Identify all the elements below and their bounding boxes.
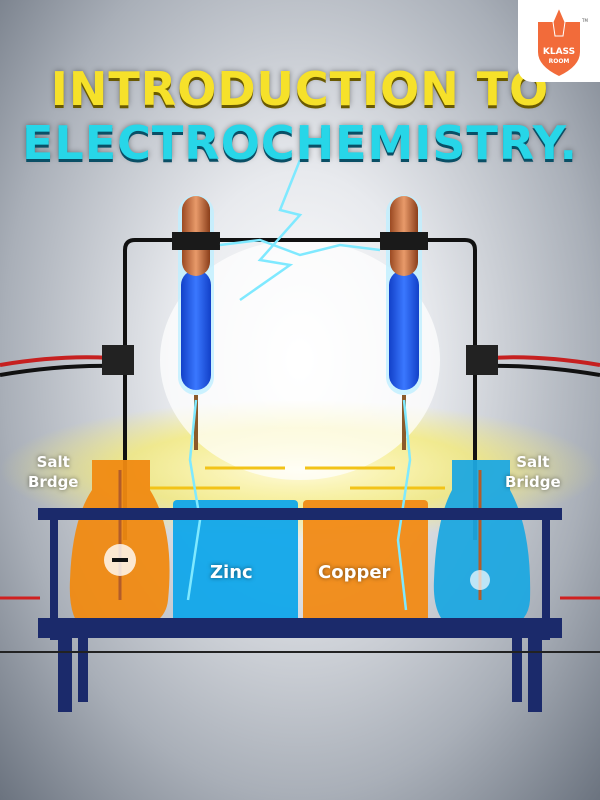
copper-label: Copper (318, 562, 391, 583)
right-flask (433, 460, 531, 630)
left-electrode-tube (172, 195, 220, 450)
copper-beaker (303, 500, 428, 630)
title-line-2: ELECTROCHEMISTRY. (22, 116, 578, 170)
zinc-beaker (173, 500, 298, 630)
right-electrode-tube (380, 195, 428, 450)
lightning-bolts (186, 159, 412, 611)
pen-nib-shield-icon (538, 6, 580, 76)
zinc-label: Zinc (210, 562, 253, 583)
title-line-1: INTRODUCTION TO (50, 62, 550, 116)
rack (38, 508, 562, 712)
klassroom-logo[interactable]: KLASS ROOM TM (518, 0, 600, 82)
